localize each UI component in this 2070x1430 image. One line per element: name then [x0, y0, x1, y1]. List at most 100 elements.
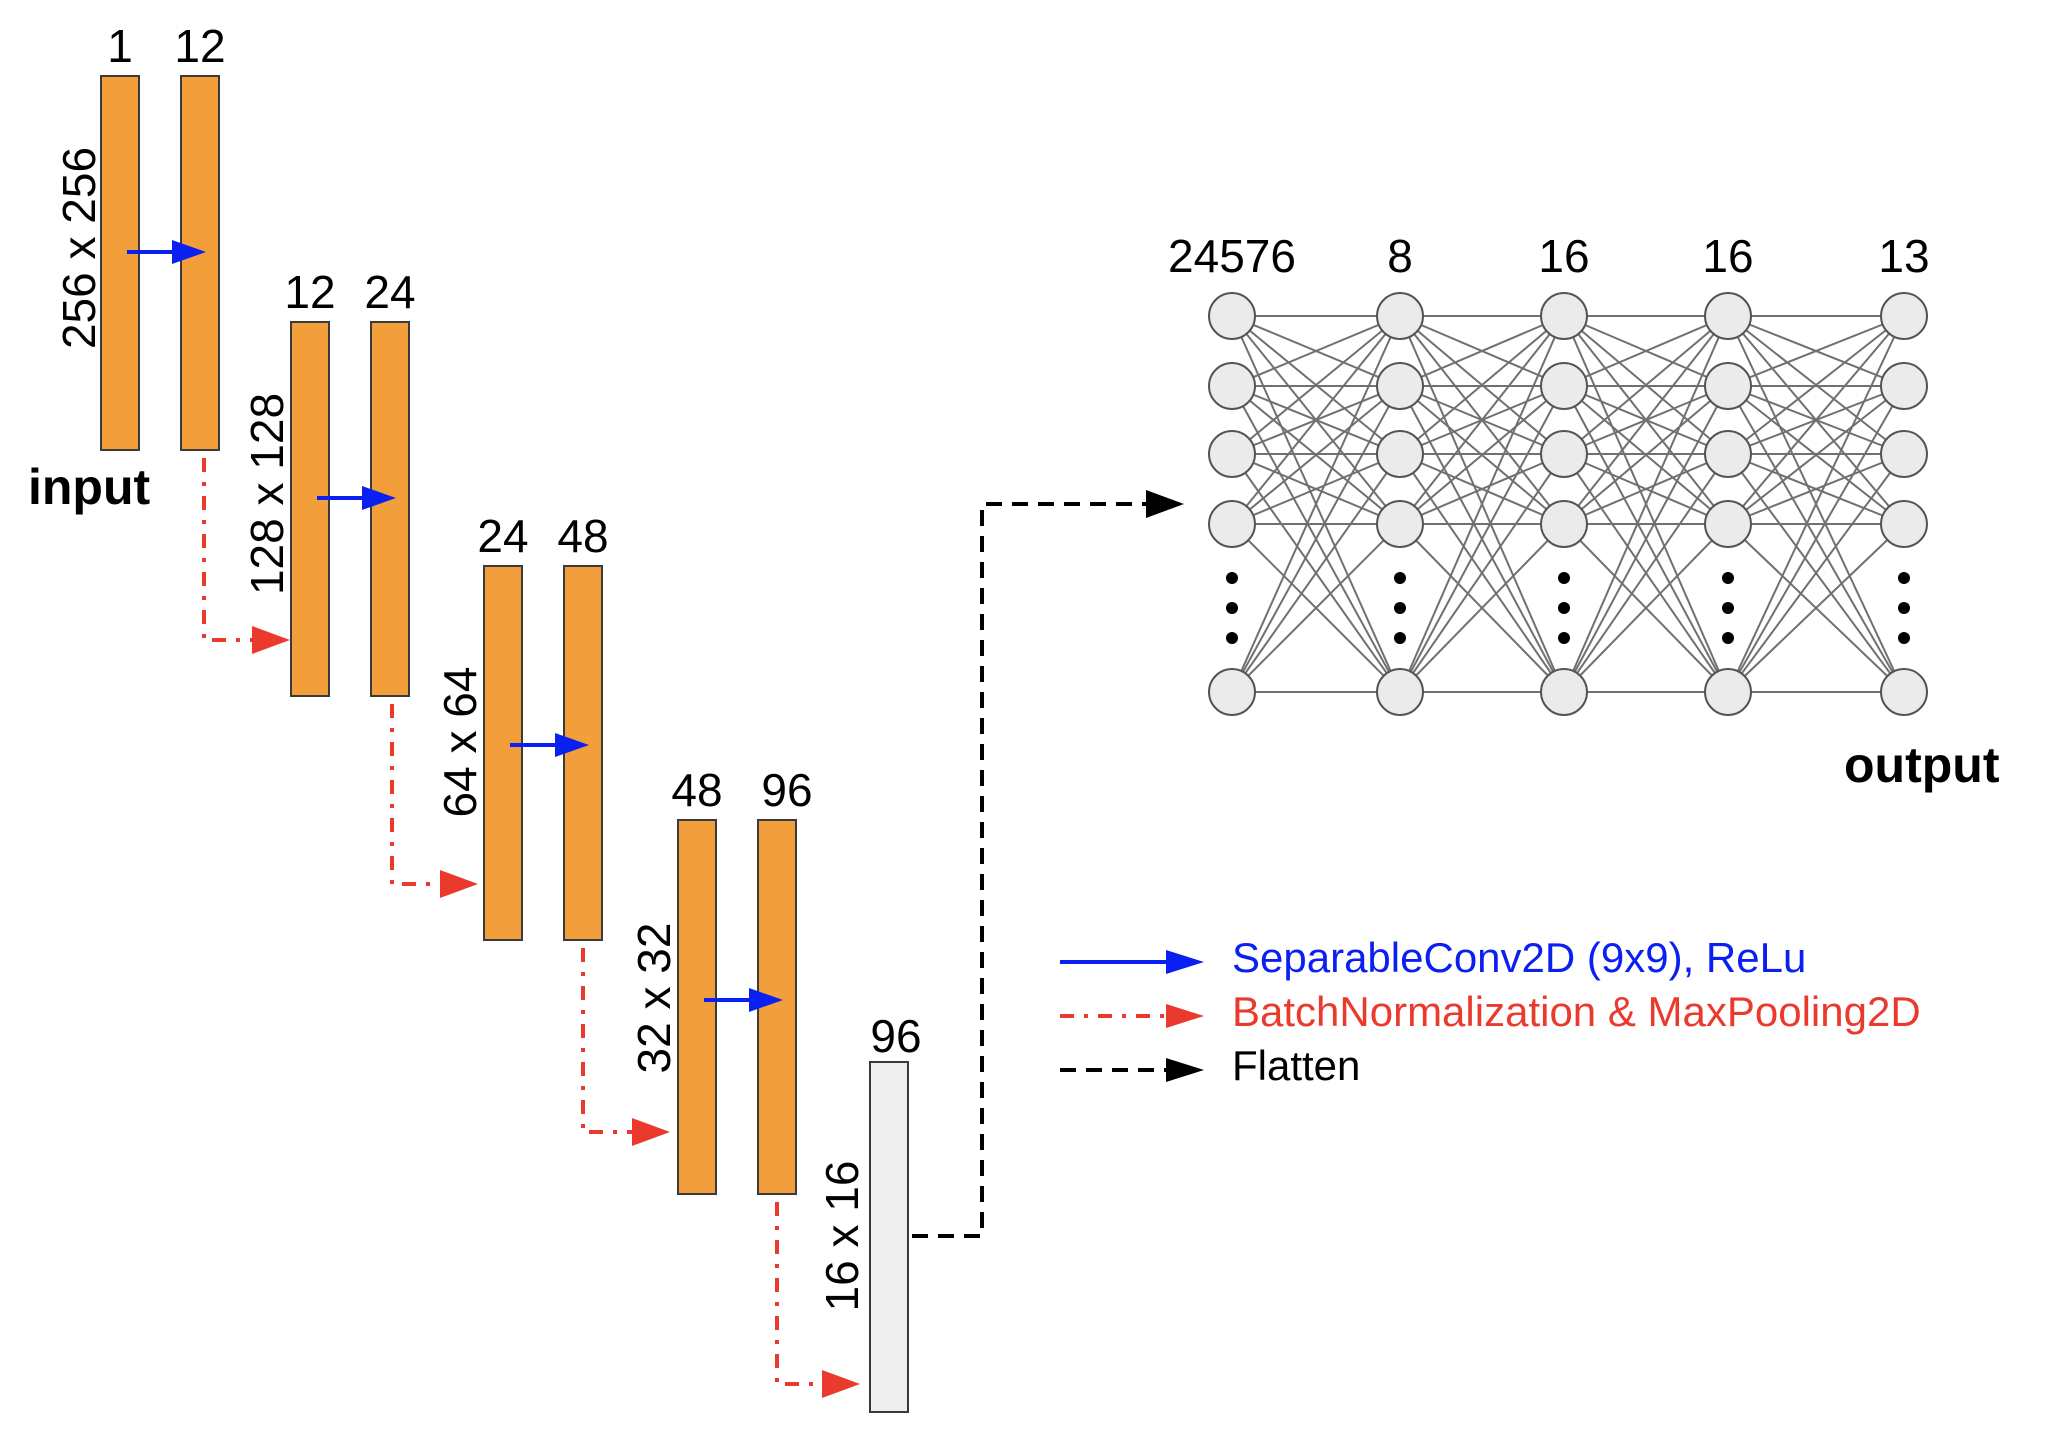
- connection-edge: [1231, 453, 1401, 693]
- neuron-node: [1540, 668, 1588, 716]
- connection-edge: [1563, 453, 1729, 693]
- legend-label: BatchNormalization & MaxPooling2D: [1232, 988, 1921, 1035]
- neuron-node: [1880, 292, 1928, 340]
- connection-edge: [1727, 315, 1905, 525]
- channels-label: 24: [364, 266, 415, 318]
- connection-edge: [1563, 523, 1729, 693]
- ellipsis-dot: [1722, 632, 1734, 644]
- conv-arrow-head: [555, 733, 589, 757]
- connection-edge: [1231, 315, 1401, 693]
- connection-edge: [1399, 315, 1565, 693]
- conv-arrow-head: [172, 240, 206, 264]
- input-label: input: [28, 459, 151, 515]
- connection-edge: [1563, 315, 1729, 387]
- pool-arrow-2: [390, 704, 478, 898]
- connection-edge: [1231, 315, 1401, 525]
- legend: SeparableConv2D (9x9), ReLu BatchNormali…: [1060, 934, 1921, 1089]
- connection-edge: [1399, 385, 1565, 525]
- neuron-node: [1704, 430, 1752, 478]
- neuron-node: [1376, 430, 1424, 478]
- neuron-node: [1208, 292, 1256, 340]
- feature-map-3-out: [563, 565, 603, 941]
- connection-edge: [1231, 385, 1401, 693]
- ellipsis-dot: [1226, 602, 1238, 614]
- neuron-node: [1540, 500, 1588, 548]
- layer-size-label: 24576: [1168, 230, 1296, 282]
- neuron-node: [1376, 500, 1424, 548]
- connection-edge: [1399, 315, 1565, 455]
- neuron-node: [1376, 668, 1424, 716]
- neuron-node: [1540, 362, 1588, 410]
- neuron-node: [1208, 362, 1256, 410]
- spatial-size-label: 128 x 128: [241, 393, 293, 595]
- channels-label: 24: [477, 510, 528, 562]
- mlp-nodes: [1208, 292, 1928, 716]
- connection-edge: [1231, 523, 1401, 693]
- conv-block-3: 24 48 64 x 64: [434, 510, 609, 941]
- pool-arrow-1: [202, 458, 290, 654]
- conv-arrow-head: [362, 486, 396, 510]
- layer-size-label: 13: [1878, 230, 1929, 282]
- neuron-node: [1880, 668, 1928, 716]
- flatten-input-map: [869, 1061, 909, 1413]
- channels-label: 12: [284, 266, 335, 318]
- neuron-node: [1208, 500, 1256, 548]
- connection-edge: [1231, 453, 1401, 525]
- mlp-edges: [1231, 315, 1905, 693]
- connection-edge: [1727, 315, 1905, 455]
- layer-size-label: 16: [1702, 230, 1753, 282]
- spatial-size-label: 256 x 256: [53, 147, 105, 349]
- output-label: output: [1844, 737, 2000, 793]
- ellipsis-dot: [1394, 572, 1406, 584]
- conv-arrow-head: [749, 988, 783, 1012]
- connection-edge: [1563, 453, 1729, 525]
- connection-edge: [1563, 385, 1729, 525]
- feature-map-4-out: [757, 819, 797, 1195]
- conv-block-1: 1 12 256 x 256 input: [28, 20, 226, 515]
- connection-edge: [1727, 453, 1905, 525]
- channels-label: 48: [557, 510, 608, 562]
- layer-size-label: 8: [1387, 230, 1413, 282]
- neuron-node: [1880, 430, 1928, 478]
- ellipsis-dot: [1722, 572, 1734, 584]
- channels-label: 48: [671, 764, 722, 816]
- ellipsis-dot: [1898, 632, 1910, 644]
- connection-edge: [1399, 453, 1565, 525]
- neuron-node: [1540, 430, 1588, 478]
- pool-arrow-3: [581, 948, 670, 1146]
- legend-item-pool: BatchNormalization & MaxPooling2D: [1060, 988, 1921, 1035]
- channels-label: 12: [174, 20, 225, 72]
- connection-edge: [1231, 385, 1401, 525]
- feature-map-1-out: [180, 75, 220, 451]
- connection-edge: [1563, 315, 1729, 455]
- spatial-size-label: 16 x 16: [816, 1161, 868, 1312]
- connection-edge: [1727, 385, 1905, 525]
- connection-edge: [1399, 523, 1565, 693]
- connection-edge: [1727, 315, 1905, 387]
- flatten-arrow: [912, 490, 1184, 1238]
- connection-edge: [1231, 315, 1401, 455]
- ellipsis-dot: [1558, 572, 1570, 584]
- connection-edge: [1399, 315, 1565, 525]
- ellipsis-dot: [1558, 602, 1570, 614]
- feature-map-2-out: [370, 321, 410, 697]
- connection-edge: [1399, 385, 1565, 693]
- pool-arrow-4: [775, 1202, 860, 1398]
- channels-label: 96: [761, 764, 812, 816]
- final-feature-map: 96 16 x 16: [816, 1010, 922, 1413]
- connection-edge: [1231, 315, 1401, 387]
- connection-edge: [1727, 385, 1905, 693]
- neuron-node: [1704, 292, 1752, 340]
- ellipsis-dot: [1394, 632, 1406, 644]
- ellipsis-dot: [1722, 602, 1734, 614]
- feature-map-3-in: [483, 565, 523, 941]
- neuron-node: [1704, 500, 1752, 548]
- ellipsis-dot: [1226, 632, 1238, 644]
- neuron-node: [1376, 292, 1424, 340]
- neuron-node: [1376, 362, 1424, 410]
- connection-edge: [1727, 453, 1905, 693]
- mlp-network: 24576 8 16 16 13 output: [1168, 230, 2000, 793]
- neuron-node: [1704, 668, 1752, 716]
- channels-label: 96: [870, 1010, 921, 1062]
